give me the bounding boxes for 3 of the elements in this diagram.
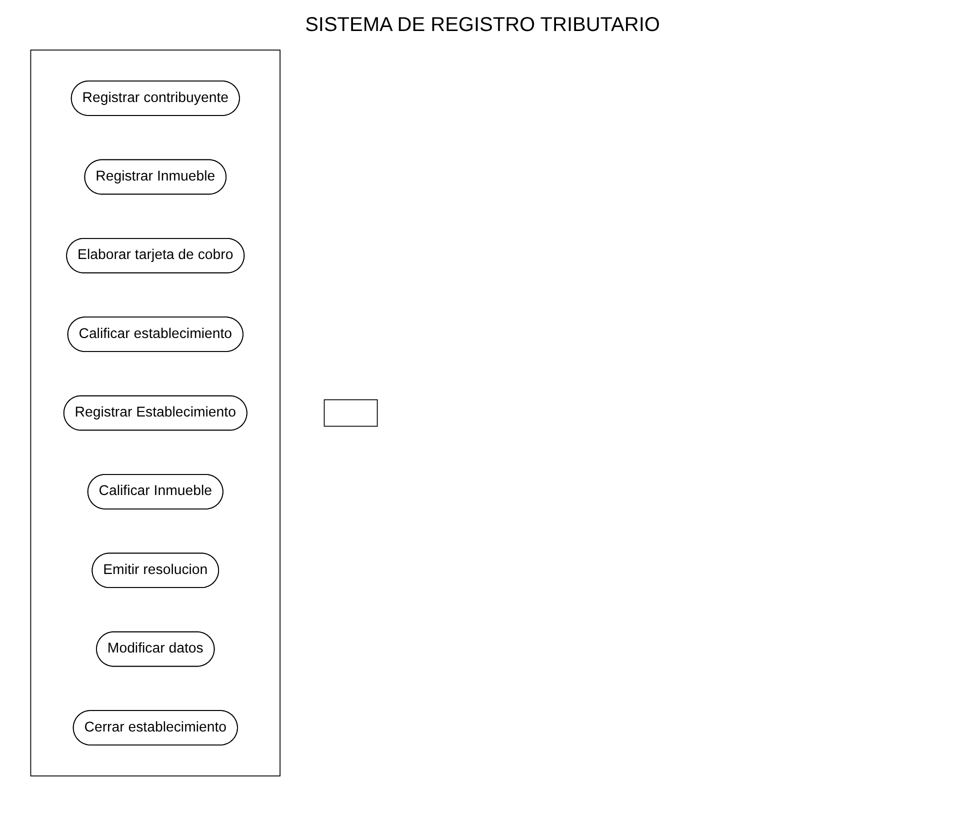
node-box: [324, 399, 378, 427]
diagram-title: SISTEMA DE REGISTRO TRIBUTARIO: [304, 13, 661, 38]
cluster: [30, 50, 280, 776]
